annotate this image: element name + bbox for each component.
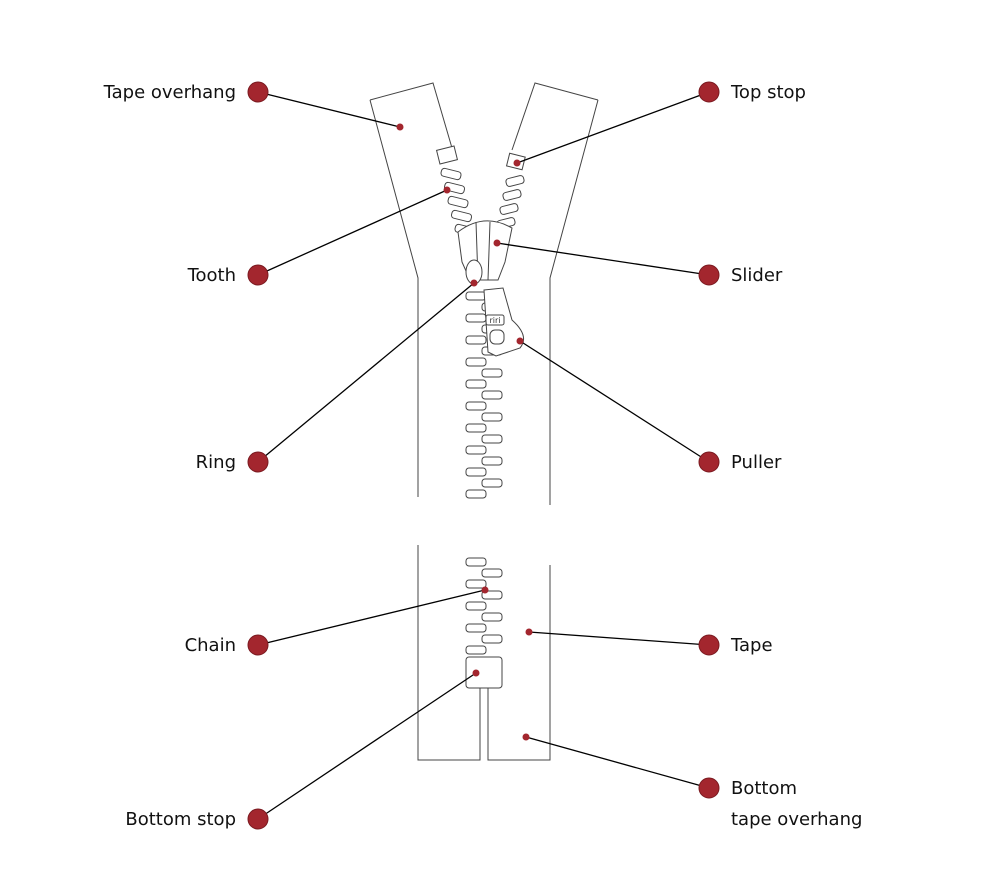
chain-leader-line: [257, 589, 486, 646]
chain-tooth: [465, 335, 487, 345]
chain-tooth: [481, 412, 503, 422]
ring-leader-line: [257, 282, 475, 463]
tooth: [450, 209, 473, 223]
tooth: [499, 203, 519, 215]
tape-overhang-label: Tape overhang: [103, 82, 236, 103]
chain-tooth: [465, 557, 487, 567]
chain-tooth: [465, 601, 487, 611]
chain-tooth: [481, 590, 503, 600]
tooth-leader-line: [257, 189, 448, 276]
tooth: [505, 175, 525, 187]
tooth-point: [443, 186, 451, 194]
chain-tooth: [465, 423, 487, 433]
chain-tooth: [481, 434, 503, 444]
tape-overhang-point: [396, 123, 404, 131]
right-tape-bottom: [487, 565, 551, 761]
chain-tooth: [481, 368, 503, 378]
chain-tooth: [481, 612, 503, 622]
puller-leader-line: [519, 340, 710, 463]
chain-tooth: [465, 379, 487, 389]
top-stop-label: Top stop: [730, 82, 806, 103]
puller: riri: [483, 287, 525, 357]
brand-logo: riri: [489, 316, 500, 325]
tape-label: Tape: [730, 635, 773, 656]
slider-leader-line: [496, 242, 710, 276]
bottom-tape-overhang-marker: [698, 777, 720, 799]
tape-overhang-leader-line: [257, 91, 401, 128]
chain-tooth: [481, 456, 503, 466]
chain-tooth: [481, 634, 503, 644]
tooth: [502, 189, 522, 201]
chain-tooth: [465, 645, 487, 655]
chain-label: Chain: [185, 635, 236, 656]
left-tape-top: [369, 82, 453, 497]
bottom-stop-marker: [247, 808, 269, 830]
left-tape-bottom: [417, 545, 481, 761]
bottom-tape-overhang-leader-line: [525, 736, 710, 789]
tape-point: [525, 628, 533, 636]
bottom-tape-overhang-label: Bottom: [731, 778, 797, 799]
top-stop-marker: [698, 81, 720, 103]
chain-tooth: [465, 579, 487, 589]
chain-tooth: [465, 401, 487, 411]
chain-tooth: [465, 623, 487, 633]
chain-tooth: [465, 313, 487, 323]
top-stop-point: [513, 159, 521, 167]
chain-tooth: [465, 291, 487, 301]
tape-leader-line: [528, 631, 710, 646]
tooth: [440, 167, 462, 181]
chain-marker: [247, 634, 269, 656]
chain-point: [481, 586, 489, 594]
ring-label: Ring: [196, 452, 236, 473]
slider-marker: [698, 264, 720, 286]
tooth-label: Tooth: [187, 265, 236, 286]
bottom-stop-label: Bottom stop: [125, 809, 236, 830]
slider-label: Slider: [731, 265, 783, 286]
chain-tooth: [465, 489, 487, 499]
chain-tooth: [465, 467, 487, 477]
top-stop-leader-line: [516, 91, 710, 164]
chain-tooth: [465, 445, 487, 455]
bottom-stop-leader-line: [257, 672, 477, 820]
chain-tooth: [481, 390, 503, 400]
puller-marker: [698, 451, 720, 473]
puller-label: Puller: [731, 452, 782, 473]
tooth: [447, 195, 469, 209]
chain-tooth: [481, 568, 503, 578]
tape-marker: [698, 634, 720, 656]
chain-tooth: [465, 357, 487, 367]
bottom-tape-overhang-label-line2: tape overhang: [731, 809, 862, 830]
chain-tooth: [481, 478, 503, 488]
bottom-stop-point: [472, 669, 480, 677]
slider-point: [493, 239, 501, 247]
tooth-marker: [247, 264, 269, 286]
puller-point: [516, 337, 524, 345]
tape-overhang-marker: [247, 81, 269, 103]
top-stop-left: [435, 145, 459, 165]
ring-marker: [247, 451, 269, 473]
ring-point: [470, 279, 478, 287]
right-tape-top: [511, 82, 599, 505]
bottom-stop: [465, 656, 503, 689]
bottom-tape-overhang-point: [522, 733, 530, 741]
